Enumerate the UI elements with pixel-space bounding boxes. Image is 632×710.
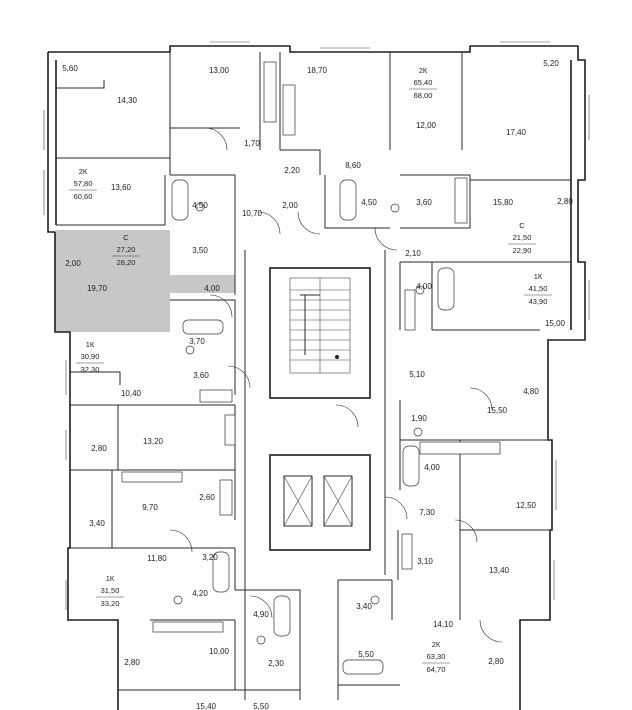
apartment-type: 1К xyxy=(106,574,115,583)
apartment-type: 2К xyxy=(432,640,441,649)
room-area: 4,80 xyxy=(523,387,539,396)
room-area: 12,00 xyxy=(416,121,437,130)
room-area: 10,40 xyxy=(121,389,142,398)
windows xyxy=(43,41,590,610)
apartment-type: 1К xyxy=(534,272,543,281)
room-area: 10,70 xyxy=(242,209,263,218)
apartment-total-area: 22,90 xyxy=(513,246,532,255)
room-area: 19,70 xyxy=(87,284,108,293)
room-area: 3,60 xyxy=(193,371,209,380)
room-area: 2,60 xyxy=(199,493,215,502)
door-swings xyxy=(169,127,503,643)
apartment-type: 1К xyxy=(86,340,95,349)
room-area: 4,00 xyxy=(424,463,440,472)
room-area: 10,00 xyxy=(209,647,230,656)
room-area: 1,70 xyxy=(244,139,260,148)
room-area-labels: 5,60 14,30 13,00 18,70 12,00 17,40 5,20 … xyxy=(62,59,573,710)
room-area: 2,20 xyxy=(284,166,300,175)
room-area: 3,40 xyxy=(89,519,105,528)
stair-elevator-core xyxy=(269,267,371,551)
room-area: 3,20 xyxy=(202,553,218,562)
room-area: 3,70 xyxy=(189,337,205,346)
apartment-type: С xyxy=(123,233,129,242)
room-area: 3,40 xyxy=(356,602,372,611)
apartment-type: 2К xyxy=(419,66,428,75)
room-area: 18,70 xyxy=(307,66,328,75)
apartment-total-area: 68,00 xyxy=(414,91,433,100)
kitchen-counters xyxy=(121,61,501,633)
room-area: 13,40 xyxy=(489,566,510,575)
exterior-walls xyxy=(47,45,586,710)
apartment-total-area: 28,20 xyxy=(117,258,136,267)
room-area: 5,60 xyxy=(62,64,78,73)
corridor-walls xyxy=(244,250,386,700)
apartment-total-area: 32,30 xyxy=(81,365,100,374)
room-area: 4,20 xyxy=(192,589,208,598)
room-area: 5,50 xyxy=(253,702,269,710)
room-area: 13,00 xyxy=(209,66,230,75)
apartment-living-area: 21,50 xyxy=(513,233,532,242)
room-area: 15,00 xyxy=(545,319,566,328)
apartment-total-area: 64,70 xyxy=(427,665,446,674)
room-area: 7,30 xyxy=(419,508,435,517)
apartment-living-area: 57,80 xyxy=(74,179,93,188)
room-area: 2,80 xyxy=(557,197,573,206)
room-area: 2,00 xyxy=(282,201,298,210)
interior-walls xyxy=(56,52,571,700)
room-area: 8,60 xyxy=(345,161,361,170)
room-area: 14,10 xyxy=(433,620,454,629)
apartment-labels: 2К 65,40 68,00 2К 57,80 60,60 С 21,50 22… xyxy=(69,66,552,674)
apartment-type: 2К xyxy=(79,167,88,176)
apartment-living-area: 65,40 xyxy=(414,78,433,87)
apartment-living-area: 30,90 xyxy=(81,352,100,361)
apartment-living-area: 63,30 xyxy=(427,652,446,661)
apartment-living-area: 27,20 xyxy=(117,245,136,254)
room-area: 2,80 xyxy=(124,658,140,667)
room-area: 17,40 xyxy=(506,128,527,137)
room-area: 15,50 xyxy=(487,406,508,415)
room-area: 2,10 xyxy=(405,249,421,258)
room-area: 5,20 xyxy=(543,59,559,68)
highlighted-apartment xyxy=(55,230,235,332)
room-area: 3,10 xyxy=(417,557,433,566)
room-area: 4,00 xyxy=(416,282,432,291)
room-area: 4,50 xyxy=(361,198,377,207)
room-area: 13,60 xyxy=(111,183,132,192)
apartment-total-area: 60,60 xyxy=(74,192,93,201)
room-area: 2,80 xyxy=(91,444,107,453)
room-area: 12,50 xyxy=(516,501,537,510)
room-area: 2,00 xyxy=(65,259,81,268)
apartment-type: С xyxy=(519,221,525,230)
room-area: 4,00 xyxy=(204,284,220,293)
room-area: 11,80 xyxy=(147,554,167,563)
room-area: 3,50 xyxy=(192,246,208,255)
bathroom-fixtures xyxy=(171,179,455,675)
room-area: 13,20 xyxy=(143,437,164,446)
room-area: 4,50 xyxy=(192,201,208,210)
room-area: 2,80 xyxy=(488,657,504,666)
apartment-living-area: 41,50 xyxy=(529,284,548,293)
room-area: 9,70 xyxy=(142,503,158,512)
room-area: 5,50 xyxy=(358,650,374,659)
room-area: 1,90 xyxy=(411,414,427,423)
room-area: 4,90 xyxy=(253,610,269,619)
apartment-total-area: 43,90 xyxy=(529,297,548,306)
apartment-total-area: 33,20 xyxy=(101,599,120,608)
room-area: 14,30 xyxy=(117,96,138,105)
room-area: 2,30 xyxy=(268,659,284,668)
room-area: 5,10 xyxy=(409,370,425,379)
room-area: 15,40 xyxy=(196,702,217,710)
room-area: 15,80 xyxy=(493,198,514,207)
room-area: 3,60 xyxy=(416,198,432,207)
apartment-living-area: 31,50 xyxy=(101,586,120,595)
